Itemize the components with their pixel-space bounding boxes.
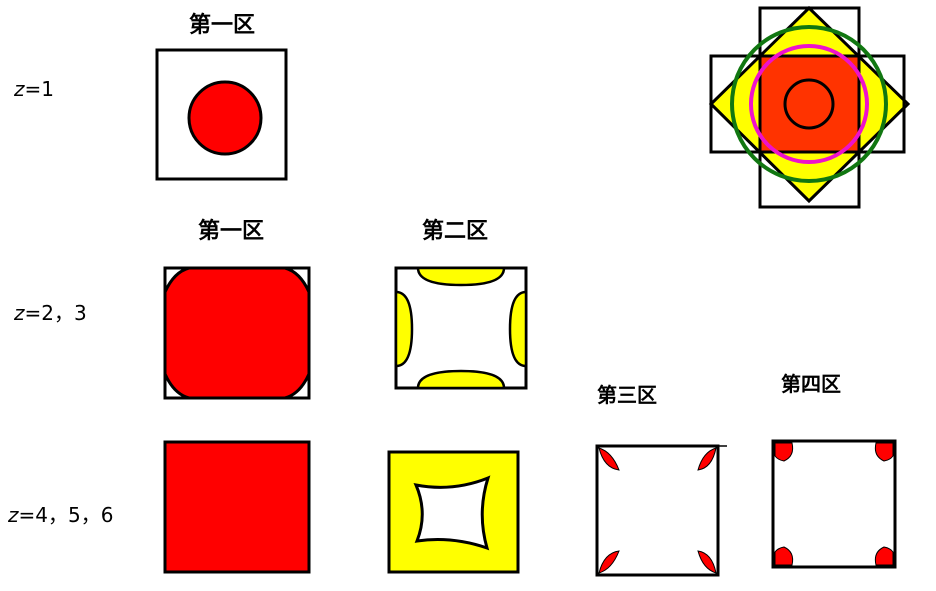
red-square-core <box>758 54 861 154</box>
row-label-z23: z=2，3 <box>13 301 87 325</box>
zone-title-r1-p1: 第一区 <box>189 12 255 38</box>
zone-title-r3-p4: 第四区 <box>781 372 841 396</box>
panel-r3-first-zone <box>163 440 311 574</box>
panel-r3-fourth-zone <box>771 439 897 569</box>
zone-title-r2-p1: 第一区 <box>198 218 264 244</box>
red-octagon <box>163 266 311 400</box>
row-label-z456: z=4，5，6 <box>7 503 113 527</box>
row-label-z1: z=1 <box>13 77 54 101</box>
panel-r1-first-zone <box>155 48 288 181</box>
black-circle <box>783 78 835 130</box>
row-var-z23: z <box>13 301 25 325</box>
panel-r3-third-zone <box>595 444 727 577</box>
zone-title-r3-p3: 第三区 <box>597 383 657 407</box>
panel-r3-second-zone <box>387 450 520 574</box>
overview-nested-zones <box>708 5 911 209</box>
row-var-z1: z <box>13 77 25 101</box>
red-circle <box>187 80 263 156</box>
panel-r2-first-zone <box>163 266 311 400</box>
row-value-z1: =1 <box>25 77 54 101</box>
row-value-z23: =2，3 <box>25 301 87 325</box>
red-square <box>163 440 311 574</box>
row-value-z456: =4，5，6 <box>19 503 114 527</box>
row-var-z456: z <box>7 503 19 527</box>
magenta-circle <box>749 44 869 164</box>
concave-hole <box>413 475 491 551</box>
green-circle <box>730 25 888 183</box>
panel-r2-second-zone <box>394 266 528 390</box>
zone-title-r2-p2: 第二区 <box>422 218 488 244</box>
